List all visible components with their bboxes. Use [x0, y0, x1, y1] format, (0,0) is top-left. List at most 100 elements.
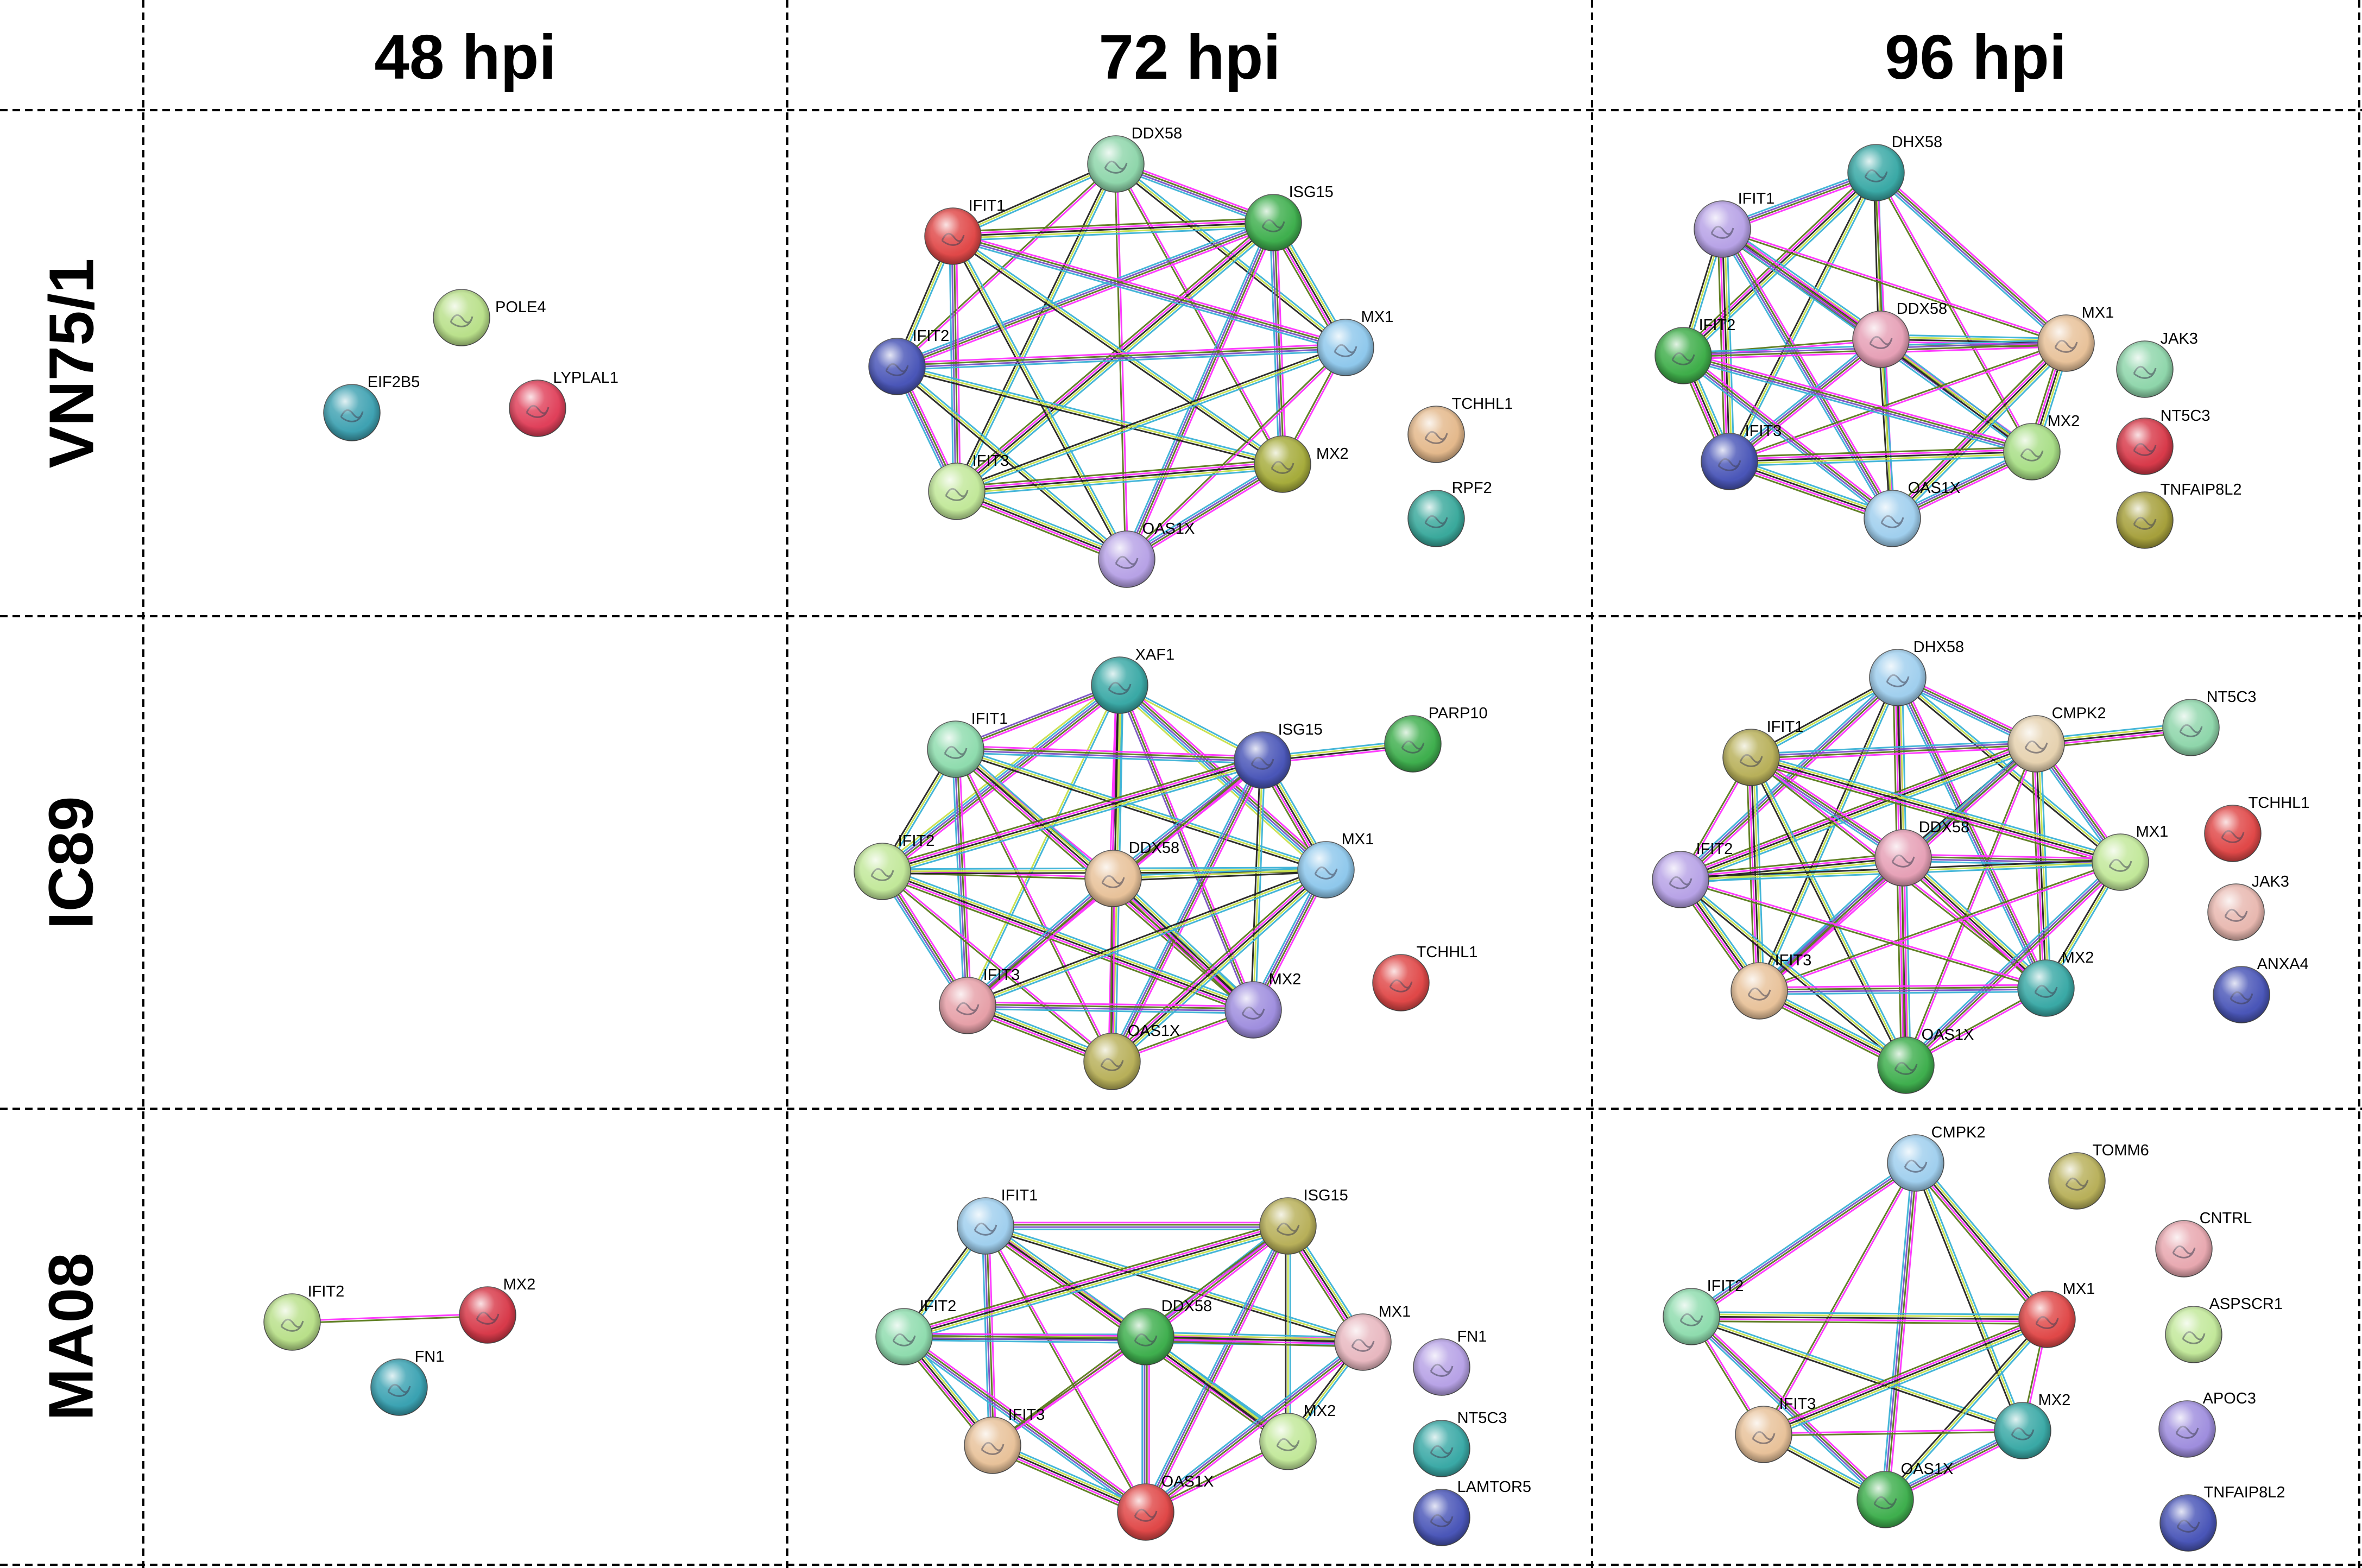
node-isg15[interactable]: ISG15 [1234, 721, 1323, 789]
node-tnfaip8l2[interactable]: TNFAIP8L2 [2159, 1484, 2285, 1552]
node-mx2[interactable]: MX2 [1224, 971, 1301, 1039]
node-xaf1[interactable]: XAF1 [1091, 646, 1174, 714]
node-ddx58[interactable]: DDX58 [1087, 125, 1183, 193]
node-apoc3[interactable]: APOC3 [2158, 1390, 2256, 1458]
edge-strand [1883, 1162, 1916, 1500]
edge-strand [1751, 756, 2121, 863]
node-mx1[interactable]: MX1 [1334, 1303, 1411, 1371]
node-mx1[interactable]: MX1 [2037, 304, 2114, 372]
node-oas1x[interactable]: OAS1X [1864, 479, 1960, 547]
node-ifit2[interactable]: IFIT2 [854, 832, 934, 900]
node-ifit3[interactable]: IFIT3 [964, 1406, 1045, 1474]
node-lyplal1[interactable]: LYPLAL1 [509, 369, 618, 437]
node-highlight [964, 1417, 1021, 1474]
node-label: DDX58 [1132, 125, 1183, 142]
edge-strand [1904, 855, 2048, 988]
node-lamtor5[interactable]: LAMTOR5 [1413, 1478, 1531, 1546]
node-tchhl1[interactable]: TCHHL1 [2204, 794, 2309, 862]
edge-strand [1121, 684, 1256, 1009]
node-ifit3[interactable]: IFIT3 [928, 452, 1009, 520]
edge-strand [896, 220, 1273, 366]
node-ifit1[interactable]: IFIT1 [927, 710, 1008, 778]
node-ifit3[interactable]: IFIT3 [1731, 952, 1812, 1020]
node-ifit3[interactable]: IFIT3 [939, 966, 1020, 1034]
node-highlight [1245, 194, 1302, 251]
node-pole4[interactable]: POLE4 [433, 289, 546, 346]
edge-isg15-ifit2 [881, 755, 1264, 877]
node-ifit2[interactable]: IFIT2 [1654, 317, 1735, 384]
node-ifit1[interactable]: IFIT1 [1722, 718, 1803, 786]
node-jak3[interactable]: JAK3 [2207, 873, 2289, 941]
node-ifit1[interactable]: IFIT1 [924, 197, 1005, 265]
node-fn1[interactable]: FN1 [370, 1348, 444, 1416]
node-tchhl1[interactable]: TCHHL1 [1372, 944, 1477, 1011]
edge-strand [1915, 1162, 2048, 1320]
node-ifit2[interactable]: IFIT2 [868, 327, 949, 395]
node-mx2[interactable]: MX2 [2017, 949, 2094, 1017]
node-nt5c3[interactable]: NT5C3 [2116, 407, 2210, 475]
edge-strand [1682, 747, 2038, 885]
node-parp10[interactable]: PARP10 [1384, 705, 1488, 773]
node-tchhl1[interactable]: TCHHL1 [1407, 395, 1513, 463]
node-highlight [2163, 699, 2219, 756]
edge-strand [1252, 760, 1264, 1010]
node-cmpk2[interactable]: CMPK2 [1887, 1124, 1986, 1192]
edge-ifit3-oas1x [955, 486, 1129, 565]
node-oas1x[interactable]: OAS1X [1877, 1026, 1974, 1094]
edge-ifit1-oas1x [983, 1225, 1148, 1513]
node-ifit3[interactable]: IFIT3 [1701, 422, 1782, 490]
node-ifit2[interactable]: IFIT2 [263, 1283, 344, 1351]
node-ifit3[interactable]: IFIT3 [1735, 1395, 1816, 1463]
node-mx2[interactable]: MX2 [1994, 1392, 2070, 1459]
node-fn1[interactable]: FN1 [1413, 1328, 1487, 1396]
node-label: MX2 [2062, 949, 2094, 966]
node-mx2[interactable]: MX2 [459, 1276, 535, 1344]
edge-strand [988, 1225, 997, 1445]
edge-strand [1874, 173, 2066, 345]
node-cmpk2[interactable]: CMPK2 [2007, 705, 2106, 773]
edge-ddx58-mx2 [1109, 874, 1257, 1014]
node-label: OAS1X [1908, 479, 1961, 497]
node-mx1[interactable]: MX1 [2018, 1280, 2095, 1348]
node-oas1x[interactable]: OAS1X [1856, 1460, 1953, 1528]
node-oas1x[interactable]: OAS1X [1117, 1473, 1214, 1541]
node-ddx58[interactable]: DDX58 [1852, 300, 1947, 368]
node-isg15[interactable]: ISG15 [1259, 1187, 1348, 1255]
edge-strand [953, 226, 1274, 242]
node-dhx58[interactable]: DHX58 [1847, 134, 1942, 201]
node-oas1x[interactable]: OAS1X [1098, 520, 1195, 588]
node-tomm6[interactable]: TOMM6 [2048, 1142, 2149, 1210]
node-anxa4[interactable]: ANXA4 [2213, 956, 2309, 1023]
edge-cmpk2-ifit3 [1761, 1162, 1918, 1436]
edge-mx1-oas1x [1108, 865, 1330, 1066]
node-mx1[interactable]: MX1 [2092, 823, 2168, 891]
node-label: FN1 [1457, 1328, 1487, 1345]
node-mx2[interactable]: MX2 [2003, 413, 2080, 480]
node-ddx58[interactable]: DDX58 [1084, 839, 1179, 907]
node-mx1[interactable]: MX1 [1317, 308, 1393, 376]
node-nt5c3[interactable]: NT5C3 [2162, 688, 2256, 756]
node-rpf2[interactable]: RPF2 [1407, 479, 1492, 547]
edge-strand [1762, 1316, 2047, 1433]
node-ifit2[interactable]: IFIT2 [1652, 840, 1733, 908]
node-ifit1[interactable]: IFIT1 [957, 1187, 1038, 1255]
node-ifit2[interactable]: IFIT2 [875, 1298, 956, 1365]
node-jak3[interactable]: JAK3 [2116, 330, 2198, 398]
node-label: IFIT3 [1775, 952, 1812, 969]
node-oas1x[interactable]: OAS1X [1083, 1022, 1180, 1090]
node-aspscr1[interactable]: ASPSCR1 [2165, 1295, 2283, 1363]
node-mx2[interactable]: MX2 [1254, 435, 1349, 493]
node-dhx58[interactable]: DHX58 [1869, 638, 1964, 706]
node-mx2[interactable]: MX2 [1259, 1402, 1336, 1470]
node-highlight [929, 463, 985, 520]
node-nt5c3[interactable]: NT5C3 [1413, 1409, 1507, 1477]
node-cntrl[interactable]: CNTRL [2155, 1210, 2252, 1278]
node-eif2b5[interactable]: EIF2B5 [323, 374, 420, 441]
node-mx1[interactable]: MX1 [1297, 831, 1374, 899]
node-isg15[interactable]: ISG15 [1245, 184, 1334, 251]
node-ddx58[interactable]: DDX58 [1117, 1298, 1212, 1365]
node-tnfaip8l2[interactable]: TNFAIP8L2 [2116, 481, 2242, 549]
node-ddx58[interactable]: DDX58 [1874, 819, 1969, 887]
node-ifit1[interactable]: IFIT1 [1694, 190, 1774, 258]
node-ifit2[interactable]: IFIT2 [1663, 1278, 1744, 1345]
